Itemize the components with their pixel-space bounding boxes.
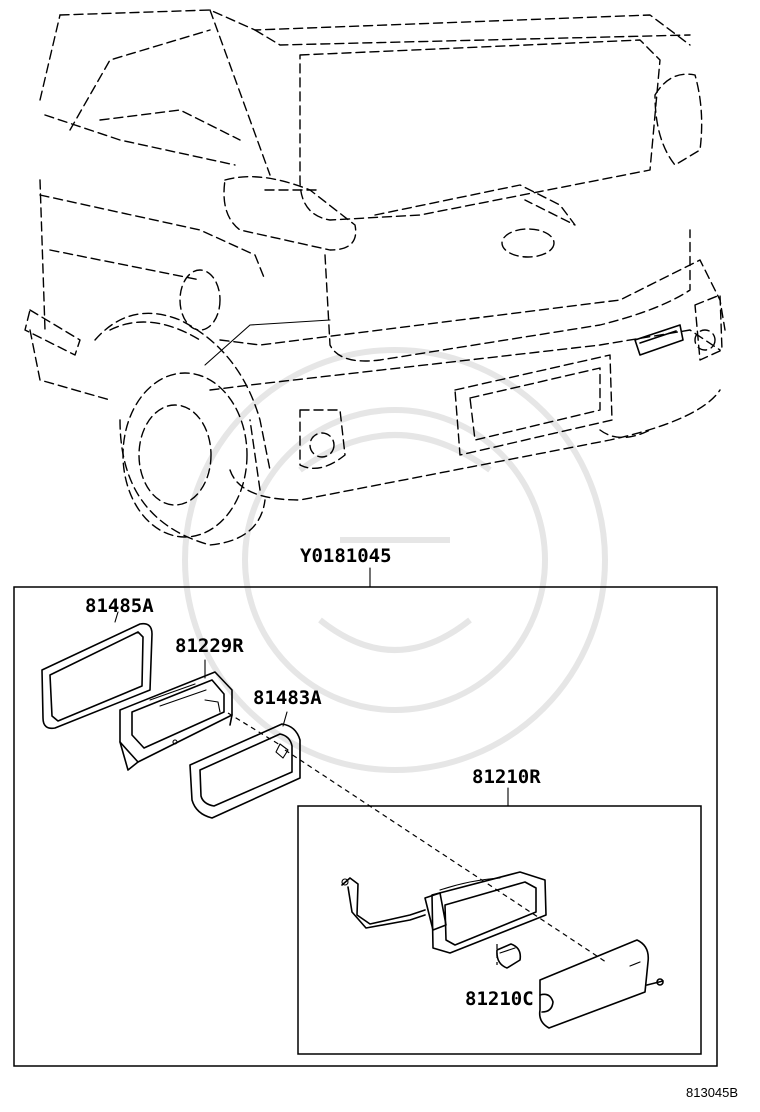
alignment-line-1: [227, 712, 281, 746]
assembly-box: [13, 586, 718, 1067]
lamp-assembly-box: [297, 805, 702, 1055]
part-label-81485a: 81485A: [85, 595, 154, 617]
lamp-81210r: [341, 871, 664, 1029]
figure-code: 813045B: [686, 1085, 738, 1100]
alignment-line-2: [284, 749, 607, 963]
housing-81229r: [119, 659, 233, 771]
gasket-81485a: [41, 611, 153, 730]
part-label-81210c: 81210C: [465, 988, 534, 1010]
part-label-81210r: 81210R: [472, 766, 541, 788]
part-label-81483a: 81483A: [253, 687, 322, 709]
assembly-label: Y0181045: [300, 545, 392, 567]
watermark: [182, 347, 608, 773]
part-label-81229r: 81229R: [175, 635, 244, 657]
vehicle-illustration: [24, 9, 726, 546]
bezel-81483a: [189, 711, 301, 819]
